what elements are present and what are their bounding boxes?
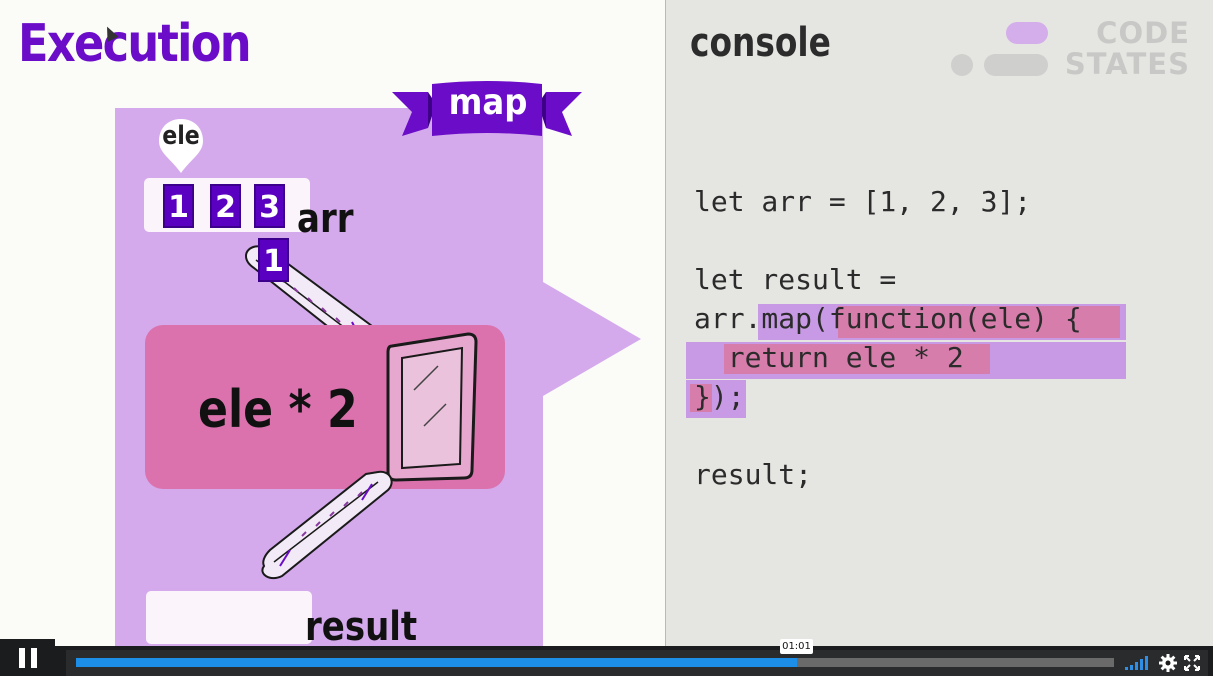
logo-line-2: STATES (1064, 47, 1190, 81)
time-tooltip: 01:01 (780, 639, 813, 654)
machine-door-icon (386, 332, 478, 482)
execution-title: Execution (18, 14, 252, 74)
array-item: 1 (163, 184, 194, 228)
panel-arrow (543, 282, 641, 396)
code-line: arr.map(function(ele) { (694, 302, 1082, 335)
logo-line-1: CODE (1096, 16, 1190, 50)
code-highlight-return (724, 344, 990, 374)
code-line: }); (694, 380, 745, 413)
code-states-logo (951, 22, 1048, 76)
code-line: let result = (694, 263, 897, 296)
code-highlight-brace (690, 384, 712, 412)
code-line: result; (694, 458, 813, 491)
function-expression: ele * 2 (198, 380, 358, 440)
result-box (146, 591, 312, 644)
moving-array-item: 1 (258, 238, 289, 282)
fullscreen-icon[interactable] (1184, 655, 1200, 671)
video-frame: Execution map ele 1 2 3 arr 1 ele * 2 re… (0, 0, 1213, 646)
pause-icon (18, 647, 25, 668)
map-banner-label: map (448, 82, 528, 123)
logo-text: CODE STATES (1064, 18, 1190, 80)
location-pin-icon (159, 119, 203, 173)
arr-label: arr (297, 196, 354, 242)
code-line: let arr = [1, 2, 3]; (694, 185, 1032, 218)
gear-icon[interactable] (1159, 654, 1177, 672)
code-line: return ele * 2 (694, 341, 964, 374)
volume-icon[interactable] (1125, 656, 1149, 670)
map-banner-ribbon (392, 81, 582, 136)
console-title: console (690, 20, 831, 66)
pause-button[interactable] (0, 639, 55, 676)
result-label: result (305, 604, 418, 646)
code-highlight-function (838, 306, 1120, 338)
param-label: ele (162, 121, 200, 151)
array-item: 2 (210, 184, 241, 228)
progress-bar-fill[interactable] (76, 658, 798, 667)
escalator-up-icon (261, 470, 393, 580)
array-item: 3 (254, 184, 285, 228)
pause-icon-bar (30, 647, 37, 668)
